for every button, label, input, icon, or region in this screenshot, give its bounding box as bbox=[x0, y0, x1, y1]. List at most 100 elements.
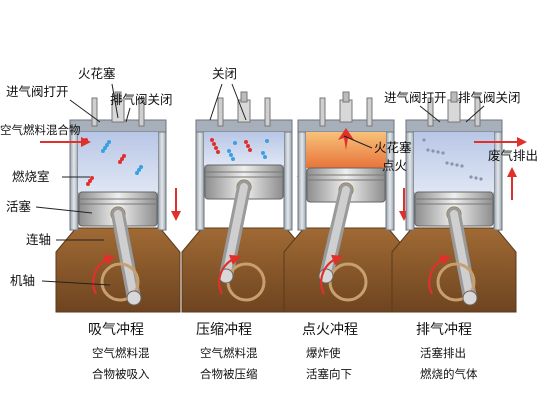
fuel-particle bbox=[212, 142, 216, 146]
fuel-particle bbox=[107, 140, 111, 144]
fuel-particle bbox=[122, 154, 126, 158]
label-combustion-chamber: 燃烧室 bbox=[12, 169, 50, 184]
intake-valve bbox=[91, 97, 98, 127]
crank-pin bbox=[462, 290, 478, 306]
engine-3 bbox=[283, 91, 409, 313]
engine-1 bbox=[55, 91, 181, 313]
exhaust-particle bbox=[431, 149, 435, 153]
fuel-particle bbox=[120, 157, 124, 161]
label-intake-valve-open-2: 进气阀打开 bbox=[384, 90, 447, 105]
crank-web bbox=[100, 262, 140, 302]
fuel-particle bbox=[227, 149, 231, 153]
label-exhaust-valve-closed-2: 排气阀关闭 bbox=[458, 90, 521, 105]
leader-valves-4 bbox=[419, 105, 485, 123]
leader-exhaust-valve bbox=[125, 107, 131, 123]
exhaust-particle bbox=[455, 163, 459, 167]
fuel-particle bbox=[103, 146, 107, 150]
label-spark-plug-ignites-1: 火花塞 bbox=[374, 140, 412, 155]
fuel-particle bbox=[118, 160, 122, 164]
fuel-particle bbox=[248, 148, 252, 152]
leader-spark-plug bbox=[111, 83, 119, 119]
exhaust-particle bbox=[422, 138, 426, 142]
exhaust-particle bbox=[445, 161, 449, 165]
exhaust-valve bbox=[264, 97, 271, 127]
rotation-arrow bbox=[92, 254, 116, 295]
cylinder-wall-left bbox=[195, 127, 205, 231]
fuel-particle bbox=[265, 139, 269, 143]
intake-valve bbox=[319, 97, 326, 127]
spark-plug-tip bbox=[342, 91, 350, 103]
connecting-rod-highlight bbox=[450, 210, 474, 302]
engine-4 bbox=[391, 91, 517, 313]
exhaust-valve bbox=[366, 97, 373, 127]
stroke-title: 点火冲程 bbox=[302, 322, 358, 338]
stroke-desc-line1: 空气燃料混 bbox=[200, 346, 258, 360]
spark-plug-tip bbox=[114, 91, 122, 103]
intake-valve bbox=[217, 97, 224, 127]
stroke-title: 排气冲程 bbox=[416, 322, 472, 338]
label-exhaust-valve-closed: 排气阀关闭 bbox=[110, 92, 173, 107]
label-connecting-rod: 连轴 bbox=[26, 232, 51, 247]
exhaust-particle bbox=[474, 176, 478, 180]
label-piston: 活塞 bbox=[6, 199, 32, 214]
fuel-particle bbox=[105, 143, 109, 147]
fuel-particle bbox=[210, 138, 214, 142]
fuel-particle bbox=[88, 179, 92, 183]
spark-plug bbox=[339, 99, 353, 123]
stroke-desc-line2: 活塞向下 bbox=[306, 367, 352, 381]
exhaust-particle bbox=[469, 175, 473, 179]
exhaust-particle bbox=[479, 177, 483, 181]
fuel-particle bbox=[246, 144, 250, 148]
fuel-particle bbox=[137, 168, 141, 172]
cylinder-wall-left bbox=[297, 127, 307, 231]
stroke-desc-line1: 活塞排出 bbox=[420, 346, 466, 360]
stroke-desc-line1: 空气燃料混 bbox=[92, 346, 150, 360]
label-spark-plug: 火花塞 bbox=[78, 66, 116, 81]
fuel-particle bbox=[214, 146, 218, 150]
cylinder-wall-right bbox=[283, 127, 293, 231]
exhaust-particle bbox=[460, 164, 464, 168]
fuel-particle bbox=[86, 182, 90, 186]
rotation-arrow bbox=[218, 254, 242, 295]
stroke-desc-line2: 燃烧的气体 bbox=[420, 367, 478, 381]
rotation-arrow bbox=[320, 254, 344, 295]
fuel-particle bbox=[233, 141, 237, 145]
cylinder-wall-right bbox=[493, 127, 503, 231]
label-air-fuel-mixture: 空气燃料混合物 bbox=[0, 123, 81, 137]
fuel-particle bbox=[231, 157, 235, 161]
fuel-particle bbox=[244, 140, 248, 144]
stroke-title: 吸气冲程 bbox=[88, 322, 144, 338]
label-spark-plug-ignites-2: 点火 bbox=[382, 158, 408, 173]
spark-burst bbox=[338, 128, 354, 150]
leader-crankshaft bbox=[41, 280, 111, 286]
label-crankshaft: 机轴 bbox=[10, 273, 35, 288]
exhaust-valve bbox=[138, 97, 145, 127]
cylinder-wall-right bbox=[157, 127, 167, 231]
leader-ignition bbox=[343, 135, 373, 149]
fuel-particle bbox=[216, 150, 220, 154]
exhaust-particle bbox=[450, 162, 454, 166]
label-exhaust-out: 废气排出 bbox=[488, 148, 538, 163]
label-intake-valve-open: 进气阀打开 bbox=[6, 84, 69, 99]
connecting-rod-highlight bbox=[114, 210, 138, 302]
leader-closed bbox=[209, 83, 247, 121]
stroke-desc-line2: 合物被吸入 bbox=[92, 367, 150, 381]
crank-web bbox=[436, 262, 476, 302]
crank-pin bbox=[126, 290, 142, 306]
stroke-title: 压缩冲程 bbox=[196, 322, 252, 338]
spark-plug-tip bbox=[240, 91, 248, 103]
connecting-rod-highlight bbox=[322, 186, 350, 280]
stroke-desc-line1: 爆炸使 bbox=[306, 346, 341, 360]
label-closed: 关闭 bbox=[212, 66, 237, 81]
fuel-particle bbox=[90, 176, 94, 180]
rotation-arrow bbox=[428, 254, 452, 295]
exhaust-particle bbox=[426, 148, 430, 152]
leader-piston bbox=[35, 206, 93, 214]
leader-intake-valve bbox=[69, 99, 101, 123]
fuel-particle bbox=[101, 149, 105, 153]
spark-plug-tip bbox=[450, 91, 458, 103]
fuel-particle bbox=[229, 153, 233, 157]
exhaust-particle bbox=[436, 150, 440, 154]
fuel-particle bbox=[261, 151, 265, 155]
